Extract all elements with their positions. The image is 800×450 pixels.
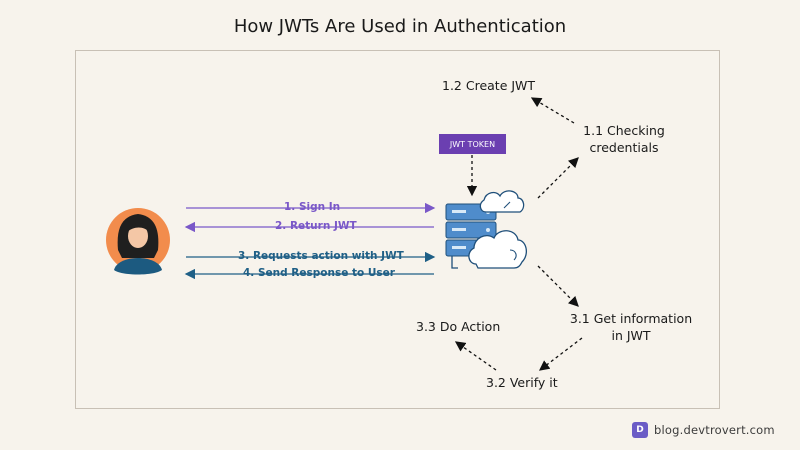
devtrovert-logo-icon: D [632, 422, 648, 438]
user-avatar-icon [106, 208, 170, 275]
flow-requests-action-label: 3. Requests action with JWT [238, 250, 404, 262]
flow-sign-in-label: 1. Sign In [284, 201, 341, 213]
footer-brand: D blog.devtrovert.com [632, 421, 775, 439]
server-cloud-icon [445, 190, 528, 269]
step-verify: 3.2 Verify it [486, 375, 558, 390]
diagram-frame [75, 50, 720, 409]
flow-send-response-label: 4. Send Response to User [243, 267, 395, 279]
server-to-credentials-arrow [537, 157, 579, 199]
get-info-to-verify-arrow [538, 337, 583, 371]
step-create-jwt: 1.2 Create JWT [442, 78, 536, 93]
jwt-token-badge: JWT TOKEN [439, 134, 506, 154]
server-to-get-info-arrow [537, 265, 579, 307]
page-title: How JWTs Are Used in Authentication [233, 16, 567, 37]
step-do-action: 3.3 Do Action [416, 319, 501, 334]
credentials-to-create-arrow [530, 97, 575, 124]
step-get-information: 3.1 Get information in JWT [569, 311, 693, 343]
verify-to-do-action-arrow [454, 341, 497, 371]
flow-return-jwt-label: 2. Return JWT [275, 220, 357, 232]
step-checking-credentials: 1.1 Checking credentials [583, 123, 665, 155]
footer-site-link[interactable]: blog.devtrovert.com [654, 423, 775, 437]
